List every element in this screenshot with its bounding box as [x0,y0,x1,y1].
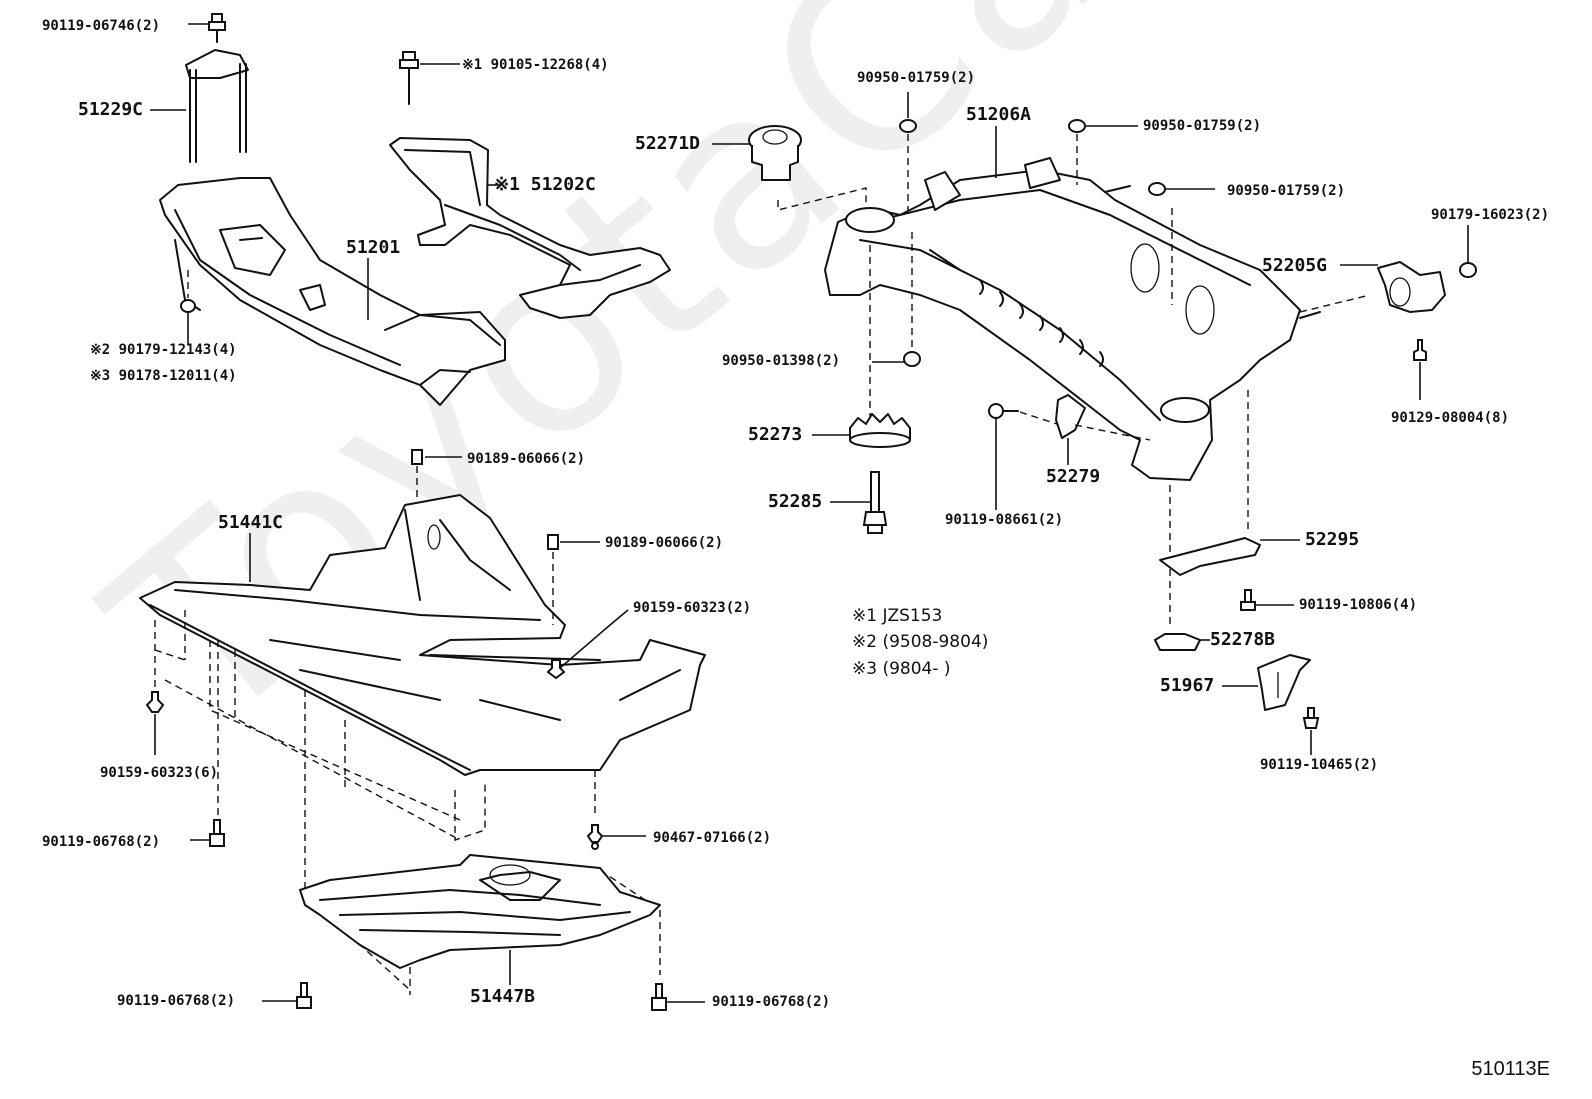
brace-51202c-part [389,137,671,319]
label-90178-12011: ※3 90178-12011(4) [90,368,237,384]
label-90159-60323-b: 90159-60323(6) [100,765,219,781]
label-90950-01759-a: 90950-01759(2) [857,70,976,86]
label-90105-12268: ※1 90105-12268(4) [462,57,609,73]
label-52271d: 52271D [635,133,701,154]
bolt-90119-10465-part [1302,707,1320,755]
cushion-52271d-part [712,125,867,211]
label-51201: 51201 [346,237,401,258]
label-90179-16023: 90179-16023(2) [1431,207,1550,223]
label-90950-01759-b: 90950-01759(2) [1143,118,1262,134]
bracket-51967-part [1222,654,1311,711]
label-52278b: 52278B [1210,629,1276,650]
label-90950-01759-c: 90950-01759(2) [1227,183,1346,199]
bolt-90105-12268-part [399,51,460,105]
label-90119-06768-c: 90119-06768(2) [712,994,831,1010]
label-52279: 52279 [1046,466,1101,487]
label-51447b: 51447B [470,986,536,1007]
label-90159-60323-a: 90159-60323(2) [633,600,752,616]
cushion-52205g-part [1299,261,1446,313]
label-90467-07166: 90467-07166(2) [653,830,772,846]
clip-90189-06066-b-part [547,534,600,625]
label-90119-06768-a: 90119-06768(2) [42,834,161,850]
label-90189-06066-b: 90189-06066(2) [605,535,724,551]
screw-90159-60323-a-part [546,609,629,680]
cover-51441c-part [139,494,706,776]
label-90950-01398: 90950-01398(2) [722,353,841,369]
bolt-90119-06768-c-part [651,983,705,1011]
stopper-52273-part [812,413,911,448]
brace-52295-part [1159,537,1300,576]
label-51229c: 51229C [78,99,144,120]
plug-90950-01759-a-part [899,92,917,215]
plug-90950-01759-c-part [1148,182,1215,305]
label-90119-06746: 90119-06746(2) [42,18,161,34]
diagram-code: 510113E [1471,1058,1550,1080]
clip-90189-06066-a-part [411,449,462,500]
label-90119-06768-b: 90119-06768(2) [117,993,236,1009]
bolt-90129-08004-part [1413,339,1427,400]
label-90129-08004: 90129-08004(8) [1391,410,1510,426]
nut-90179-12143-part [180,270,196,345]
note-3: ※3 (9804- ) [852,659,951,679]
label-51967: 51967 [1160,675,1215,696]
label-52273: 52273 [748,424,803,445]
bolt-90119-06768-a-part [190,819,225,847]
screw-90159-60323-b-part [145,620,165,755]
bracket-52279-part [1055,394,1151,465]
label-52205g: 52205G [1262,255,1328,276]
note-1: ※1 JZS153 [852,606,943,626]
label-52285: 52285 [768,491,823,512]
plug-90950-01398-part [869,232,921,420]
stopper-52278b-part [1154,633,1210,651]
label-90119-10806: 90119-10806(4) [1299,597,1418,613]
label-52295: 52295 [1305,529,1360,550]
label-51206a: 51206A [966,104,1032,125]
label-51441c: 51441C [218,512,284,533]
cover-51447b-part [299,854,661,969]
label-51202c: ※1 51202C [494,174,596,195]
nut-90179-16023-part [1459,225,1477,278]
crossmember-51206a-part [824,157,1321,481]
clip-90467-07166-part [586,824,646,850]
label-90119-10465: 90119-10465(2) [1260,757,1379,773]
label-90119-08661: 90119-08661(2) [945,512,1064,528]
label-90179-12143: ※2 90179-12143(4) [90,342,237,358]
bolt-90119-06768-b-part [262,982,312,1009]
bolt-90119-08661-part [988,403,1061,510]
label-90189-06066-a: 90189-06066(2) [467,451,586,467]
stay-51229c-part [185,49,249,163]
bolt-90119-10806-part [1240,589,1294,611]
bolt-52285-part [830,471,888,534]
bolt-90119-06746-part [188,13,226,43]
plug-90950-01759-b-part [1068,119,1138,185]
note-2: ※2 (9508-9804) [852,632,989,652]
